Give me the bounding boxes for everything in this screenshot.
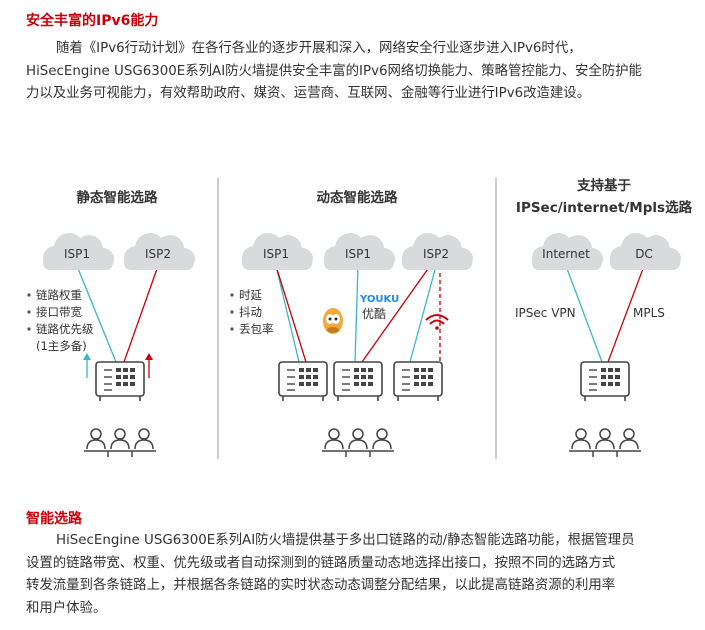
cloud-label-isp1: ISP1 <box>64 247 90 261</box>
dynamic-routing-panel: 动态智能选路 ISP1 ISP1 ISP2 时延 抖动 丢包率 YOUKU 优酷 <box>230 189 473 457</box>
link-line-cyan <box>409 265 437 363</box>
cloud-label-internet: Internet <box>542 247 590 261</box>
section-title-smart-routing: 智能选路 <box>26 511 82 527</box>
ipsec-panel-title-line2: IPSec/internet/Mpls选路 <box>516 199 693 216</box>
paragraph-line: 设置的链路带宽、权重、优先级或者自动探测到的链路质量动态地选择出接口，按照不同的… <box>26 555 616 571</box>
paragraph-line: HiSecEngine USG6300E系列AI防火墙提供基于多出口链路的动/静… <box>56 533 635 548</box>
arrow-head-icon <box>145 353 153 360</box>
mascot-icon <box>323 308 343 334</box>
link-label-mpls: MPLS <box>633 306 665 320</box>
cloud-label-isp1b: ISP1 <box>345 247 371 261</box>
dynamic-panel-title: 动态智能选路 <box>317 189 398 206</box>
bullet-text: 链路优先级 <box>36 322 94 336</box>
link-line-cyan <box>565 265 603 363</box>
firewall-icon <box>278 361 328 402</box>
bullet-text: (1主多备) <box>36 339 87 353</box>
section-paragraph-ipv6: 随着《IPv6行动计划》在各行各业的逐步开展和深入，网络安全行业逐步进入IPv6… <box>26 38 688 106</box>
bullet-dot <box>27 327 31 331</box>
link-line-cyan <box>275 265 300 363</box>
paragraph-line: HiSecEngine USG6300E系列AI防火墙提供安全丰富的IPv6网络… <box>26 63 642 79</box>
smart-routing-diagram: 静态智能选路 ISP1 ISP2 链路权重 接口带宽 链路优先级 (1主多备) … <box>27 177 693 459</box>
firewall-icon <box>95 361 145 402</box>
bullet-dot <box>230 310 234 314</box>
paragraph-line: 随着《IPv6行动计划》在各行各业的逐步开展和深入，网络安全行业逐步进入IPv6… <box>56 41 582 56</box>
cloud-label-isp2: ISP2 <box>423 247 449 261</box>
link-line-red <box>123 265 159 363</box>
bullet-text: 丢包率 <box>239 322 274 336</box>
link-line-cyan <box>354 265 359 363</box>
link-line-red <box>607 265 645 363</box>
firewall-icon <box>580 361 630 402</box>
firewall-icon <box>393 361 443 402</box>
bullet-text: 时延 <box>239 288 262 302</box>
paragraph-line: 力以及业务可视能力，有效帮助政府、媒资、运营商、互联网、金融等行业进行IPv6改… <box>26 86 591 101</box>
arrow-head-icon <box>83 353 91 360</box>
section-title-ipv6: 安全丰富的IPv6能力 <box>26 13 159 29</box>
cloud-label-dc: DC <box>635 247 653 261</box>
link-line-red <box>361 265 431 363</box>
users-icon <box>322 429 394 457</box>
bullet-dot <box>230 293 234 297</box>
bullet-dot <box>27 310 31 314</box>
static-panel-title: 静态智能选路 <box>77 189 158 206</box>
bullet-text: 接口带宽 <box>36 305 82 319</box>
link-label-ipsec-vpn: IPSec VPN <box>515 306 576 320</box>
link-line-red <box>275 265 307 363</box>
paragraph-line: 和用户体验。 <box>26 600 107 616</box>
bullet-text: 链路权重 <box>36 288 82 302</box>
firewall-icon <box>333 361 383 402</box>
bullet-dot <box>27 293 31 297</box>
youku-text: 优酷 <box>362 307 386 321</box>
ipsec-panel-title-line1: 支持基于 <box>576 177 631 194</box>
static-routing-panel: 静态智能选路 ISP1 ISP2 链路权重 接口带宽 链路优先级 (1主多备) <box>27 189 195 457</box>
link-line-cyan <box>76 265 117 363</box>
section-paragraph-smart-routing: HiSecEngine USG6300E系列AI防火墙提供基于多出口链路的动/静… <box>26 530 688 620</box>
users-icon <box>84 429 156 457</box>
paragraph-line: 转发流量到各条链路上，并根据各条链路的实时状态动态调整分配结果，以此提高链路资源… <box>26 578 616 593</box>
users-icon <box>569 429 641 457</box>
cloud-label-isp2: ISP2 <box>145 247 171 261</box>
cloud-label-isp1: ISP1 <box>263 247 289 261</box>
wifi-icon <box>425 314 449 330</box>
bullet-text: 抖动 <box>239 305 262 319</box>
ipsec-routing-panel: 支持基于 IPSec/internet/Mpls选路 Internet DC I… <box>515 177 693 457</box>
youku-logo-icon: YOUKU <box>359 294 399 305</box>
bullet-dot <box>230 327 234 331</box>
